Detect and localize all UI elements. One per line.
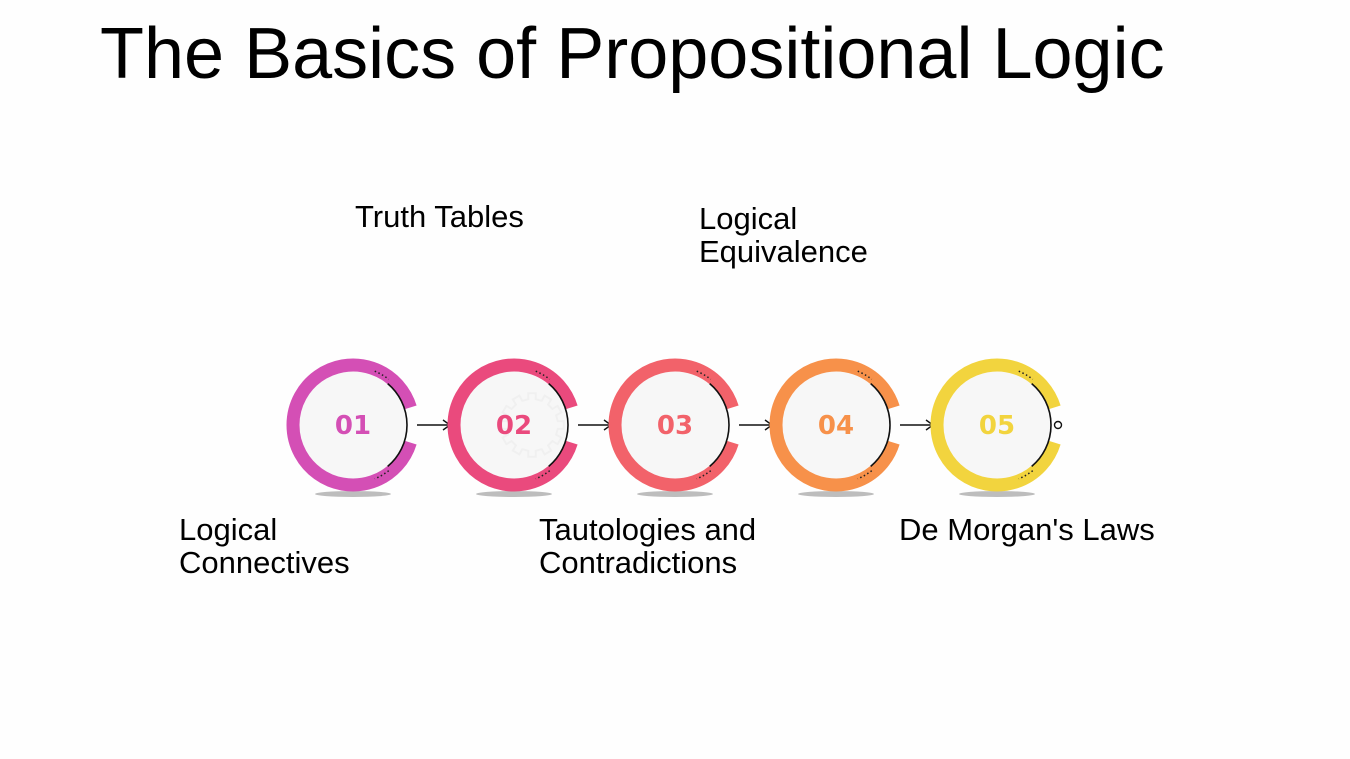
end-node xyxy=(1053,420,1063,430)
step-3-label-line2: Contradictions xyxy=(539,545,738,580)
inner-arc xyxy=(548,383,569,467)
step-2-number: 02 xyxy=(496,411,532,441)
step-2-label: Truth Tables xyxy=(355,200,524,233)
ring-3 xyxy=(608,358,739,492)
circle-shadow xyxy=(637,491,713,497)
circle-shadow xyxy=(476,491,552,497)
dotted-arc xyxy=(374,470,390,480)
ring-5 xyxy=(930,358,1061,492)
dotted-arc xyxy=(696,370,712,380)
inner-arc xyxy=(870,383,891,467)
circle-fill xyxy=(299,371,407,479)
circle-fill xyxy=(621,371,729,479)
dotted-arc xyxy=(374,370,390,380)
step-3-label-line1: Tautologies and xyxy=(539,512,757,547)
inner-arc xyxy=(1031,383,1052,467)
inner-arc xyxy=(709,383,730,467)
circle-shadow xyxy=(798,491,874,497)
circle-fill xyxy=(782,371,890,479)
step-5-number: 05 xyxy=(979,411,1015,441)
circle-shadow xyxy=(959,491,1035,497)
dotted-arc xyxy=(857,470,873,480)
inner-arc xyxy=(387,383,408,467)
step-4-label-line1: Logical xyxy=(699,201,798,236)
step-1-label-line1: Logical xyxy=(179,512,278,547)
step-4-number: 04 xyxy=(818,411,854,441)
dotted-arc xyxy=(1018,470,1034,480)
ring-2 xyxy=(447,358,578,492)
circle-fill xyxy=(460,371,568,479)
circle-shadow xyxy=(315,491,391,497)
dotted-arc xyxy=(535,470,551,480)
dotted-arc xyxy=(857,370,873,380)
step-3-number: 03 xyxy=(657,411,693,441)
step-1-number: 01 xyxy=(335,411,371,441)
step-1-label-line2: Connectives xyxy=(179,545,350,580)
ring-4 xyxy=(769,358,900,492)
step-4-label-line2: Equivalence xyxy=(699,234,868,269)
ring-1 xyxy=(286,358,417,492)
circle-fill xyxy=(943,371,1051,479)
step-2-label-line1: Truth Tables xyxy=(355,199,524,234)
step-5-label: De Morgan's Laws xyxy=(899,513,1155,546)
step-5-label-line1: De Morgan's Laws xyxy=(899,512,1155,547)
dotted-arc xyxy=(696,470,712,480)
dotted-arc xyxy=(535,370,551,380)
dotted-arc xyxy=(1018,370,1034,380)
page-title: The Basics of Propositional Logic xyxy=(100,14,1165,94)
